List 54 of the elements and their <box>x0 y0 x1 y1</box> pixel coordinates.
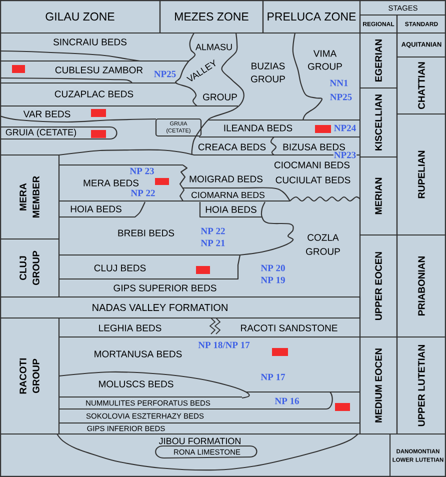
biozone-label: NP25 <box>154 70 176 78</box>
unit-name: MERA BEDS <box>84 180 139 186</box>
unit-name: CIOMARNA BEDS <box>192 192 264 198</box>
unit-name: RACOTI SANDSTONE <box>241 324 338 332</box>
unit-name: HOIA BEDS <box>70 206 122 212</box>
biozone-label: NP 19 <box>260 276 285 284</box>
unit-name: SINCRAIU BEDS <box>53 38 126 46</box>
stage-cell: KISCELLIAN <box>359 87 398 158</box>
biozone-label: NP 18/NP 17 <box>198 342 250 348</box>
group-cell: MERA MEMBER <box>0 154 60 240</box>
group-cell: CLUJ GROUP <box>0 238 60 298</box>
biozone-label: NP 22 <box>200 228 225 234</box>
unit-name: CIOCMANI BEDS <box>274 162 350 168</box>
unit-name: ILEANDA BEDS <box>224 124 292 132</box>
unit-name: BIZUSA BEDS <box>283 144 345 150</box>
unit-name: MOLUSCS BEDS <box>99 380 174 388</box>
biozone-label: NP24 <box>334 124 356 132</box>
unit-name: CUBLESU ZAMBOR <box>55 66 143 74</box>
biozone-label: NP 22 <box>130 190 155 196</box>
unit-name: CUCIULAT BEDS <box>276 176 350 184</box>
unit-name: BREBI BEDS <box>118 230 174 236</box>
unit-name: LEGHIA BEDS <box>99 324 162 332</box>
unit-lens: GRUIA (CETATE) <box>0 126 118 140</box>
unit-name: COZLA GROUP <box>306 234 340 255</box>
unit-name: VAR BEDS <box>23 110 70 118</box>
biozone-label: NP 20 <box>260 264 285 272</box>
unit-name: CLUJ BEDS <box>94 264 146 272</box>
unit-name: MORTANUSA BEDS <box>94 350 182 358</box>
stage-cell: RUPELIAN <box>396 113 446 236</box>
unit-name: GIPS SUPERIOR BEDS <box>114 284 216 292</box>
unit-name: HOIA BEDS <box>206 206 256 213</box>
unit-name: CREACA BEDS <box>198 144 266 150</box>
stage-cell: UPPER EOCEN <box>359 234 398 338</box>
group-cell: RACOTI GROUP <box>0 317 60 435</box>
formation-row: NADAS VALLEY FORMATION <box>0 296 361 319</box>
unit-name: BUZIAS GROUP <box>251 62 285 82</box>
unit-name: MOIGRAD BEDS <box>190 176 262 182</box>
zone-header: PRELUCA ZONE <box>262 0 361 34</box>
stage-cell: EGERIAN <box>359 32 398 89</box>
biozone-label: NP25 <box>330 94 352 100</box>
biozone-label: NP 16 <box>274 398 299 404</box>
stage-cell: UPPER LUTETIAN <box>396 336 446 435</box>
biozone-label: NP 21 <box>200 240 225 246</box>
unit-name: CUZAPLAC BEDS <box>54 90 134 98</box>
unit-name: VIMA GROUP <box>308 50 342 70</box>
stage-cell: CHATTIAN <box>396 56 446 115</box>
biozone-label: NP 17 <box>260 374 286 380</box>
zone-header: MEZES ZONE <box>159 0 264 34</box>
biozone-label: NN1 <box>330 80 348 86</box>
stage-cell: MERIAN <box>359 156 398 236</box>
biozone-label: NP 23 <box>130 168 154 174</box>
stage-cell: MEDIUM EOCEN <box>359 336 398 435</box>
stage-cell: PRIABONIAN <box>396 234 446 338</box>
zone-header: GILAU ZONE <box>0 0 161 34</box>
